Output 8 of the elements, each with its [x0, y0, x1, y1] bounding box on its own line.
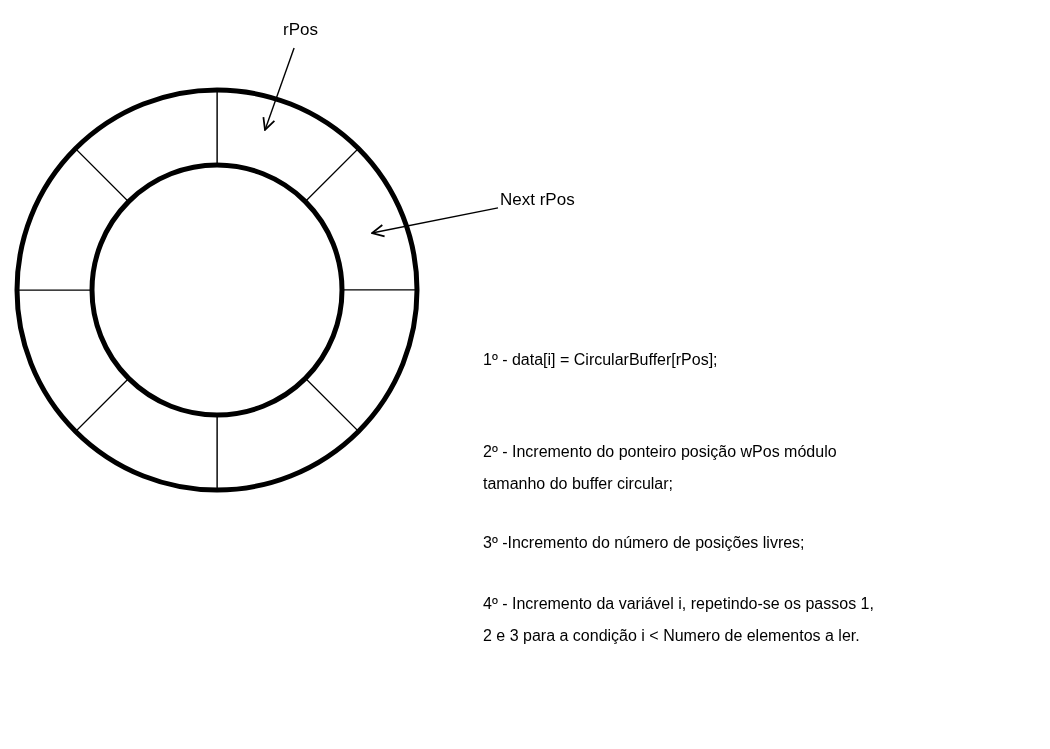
step-text: 4º - Incremento da variável i, repetindo-se os passos 1, 2 e 3 para a condição i < Numero de elementos a ler.	[483, 594, 875, 646]
pointer-label: rPos	[283, 14, 318, 46]
pointer-label: Next rPos	[500, 184, 575, 216]
step-text: 1º - data[i] = CircularBuffer[rPos];	[483, 350, 719, 370]
arrow	[371, 207, 499, 238]
step-text: 3º -Incremento do número de posições livres;	[483, 533, 806, 553]
step-text: 2º - Incremento do ponteiro posição wPos módulo tamanho do buffer circular;	[483, 442, 838, 494]
arrow	[262, 47, 295, 131]
